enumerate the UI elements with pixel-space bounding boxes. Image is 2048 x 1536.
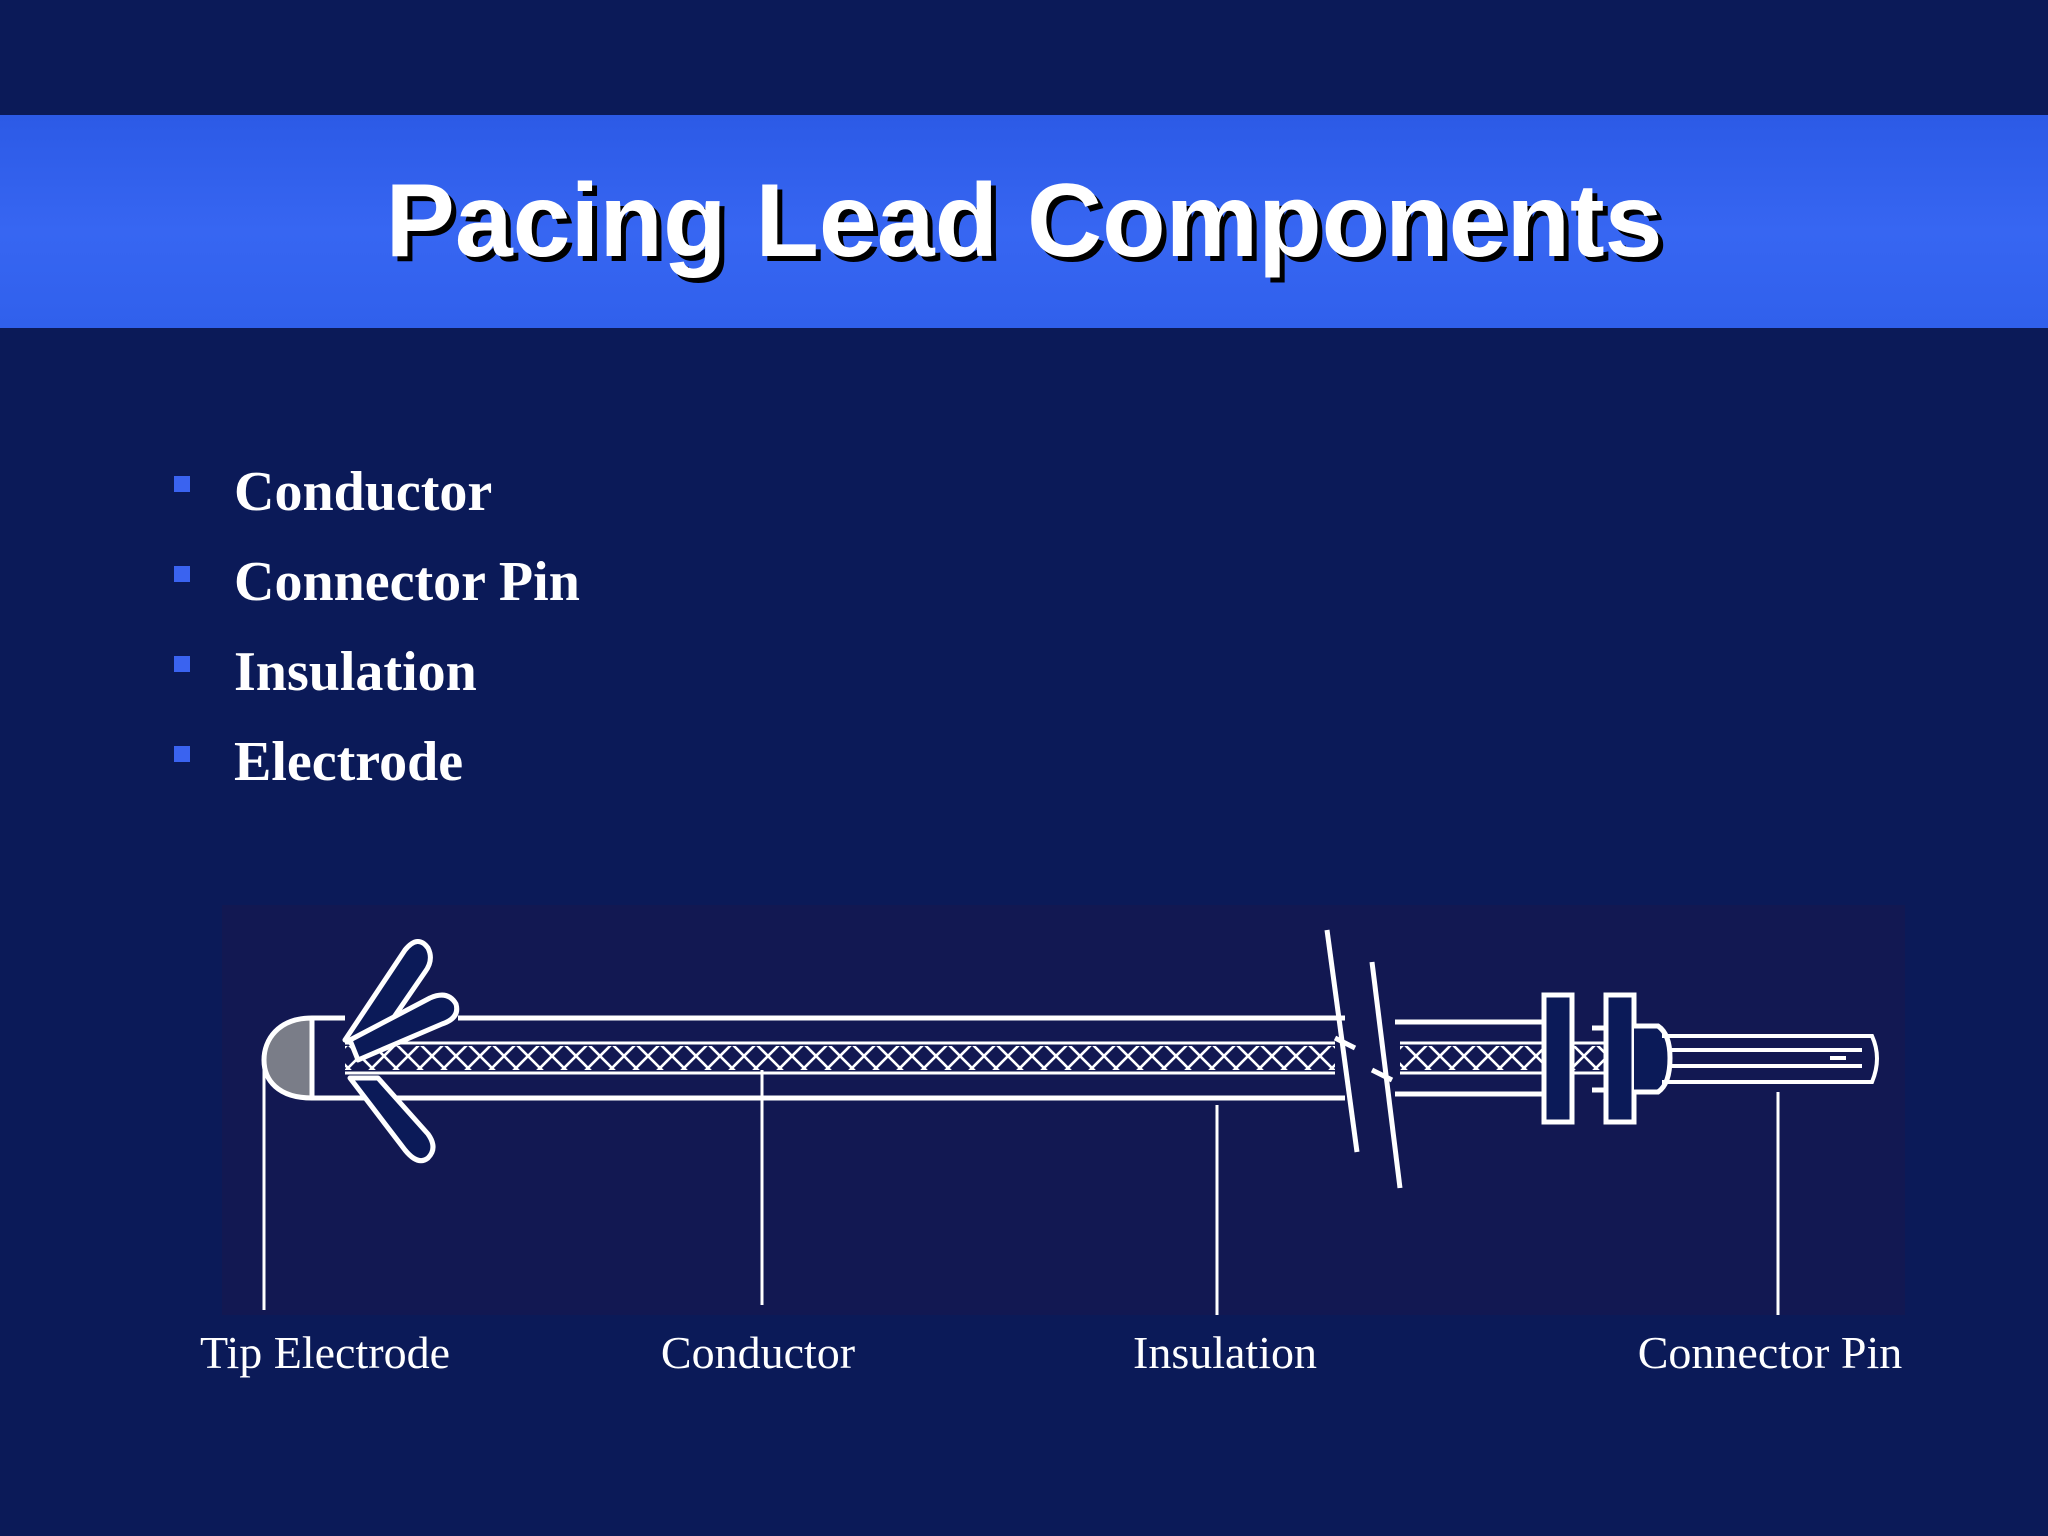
diagram-panel [222, 905, 1905, 1315]
conductor-core [345, 1041, 1605, 1075]
bullet-label: Connector Pin [234, 551, 580, 613]
bullet-label: Electrode [234, 731, 464, 793]
slide-title: Pacing Lead Components [385, 163, 1663, 279]
label-conductor: Conductor [661, 1327, 855, 1378]
label-tip-electrode: Tip Electrode [200, 1327, 450, 1378]
bullet-marker [174, 476, 190, 492]
leader-lines [262, 1060, 1780, 1315]
bullet-label: Conductor [234, 461, 493, 523]
connector-flanges [1541, 992, 1673, 1125]
bullet-marker [174, 746, 190, 762]
tip-electrode [261, 1015, 345, 1101]
bullet-marker [174, 566, 190, 582]
bullet-marker [174, 656, 190, 672]
bullet-label: Insulation [234, 641, 477, 703]
label-connector-pin: Connector Pin [1638, 1327, 1902, 1378]
break-marks [1324, 929, 1403, 1189]
fixation-tines [342, 939, 460, 1164]
title-band [0, 115, 2048, 328]
connector-pin [1662, 1034, 1879, 1084]
label-insulation: Insulation [1133, 1327, 1317, 1378]
